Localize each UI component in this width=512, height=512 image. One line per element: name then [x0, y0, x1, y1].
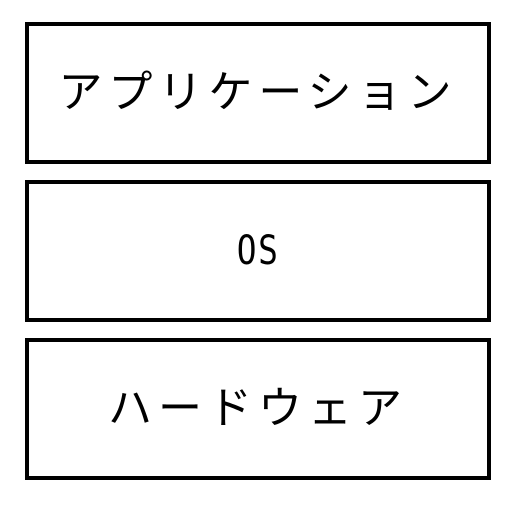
hardware-layer-box: ハードウェア — [25, 338, 491, 480]
os-layer-box: OS — [25, 180, 491, 322]
os-layer-label: OS — [236, 228, 280, 274]
hardware-layer-label: ハードウェア — [108, 383, 408, 434]
application-layer-box: アプリケーション — [25, 22, 491, 164]
application-layer-label: アプリケーション — [58, 67, 458, 118]
